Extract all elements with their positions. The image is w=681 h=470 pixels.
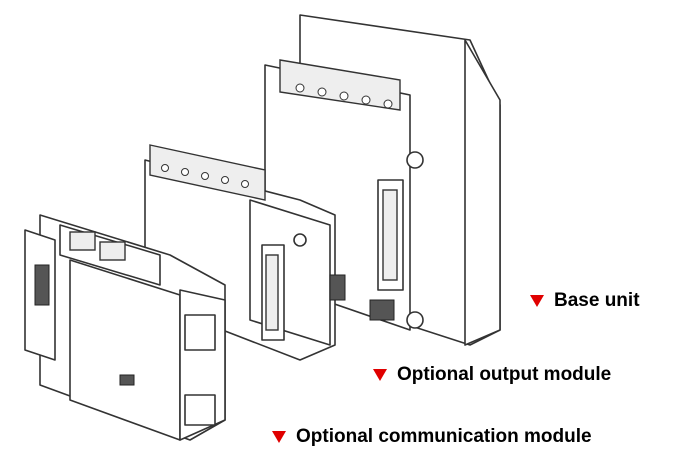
base-unit-label: Base unit: [530, 290, 640, 312]
communication-module-text: Optional communication module: [296, 426, 592, 447]
red-triangle-marker-icon: [272, 431, 286, 443]
output-module-drawing: [144, 144, 346, 361]
communication-module-label: Optional communication module: [272, 426, 592, 448]
output-module-text: Optional output module: [397, 364, 612, 385]
communication-module-drawing: [24, 214, 226, 441]
output-module-label: Optional output module: [373, 364, 611, 386]
base-unit-text: Base unit: [554, 290, 640, 311]
red-triangle-marker-icon: [530, 295, 544, 307]
red-triangle-marker-icon: [373, 369, 387, 381]
